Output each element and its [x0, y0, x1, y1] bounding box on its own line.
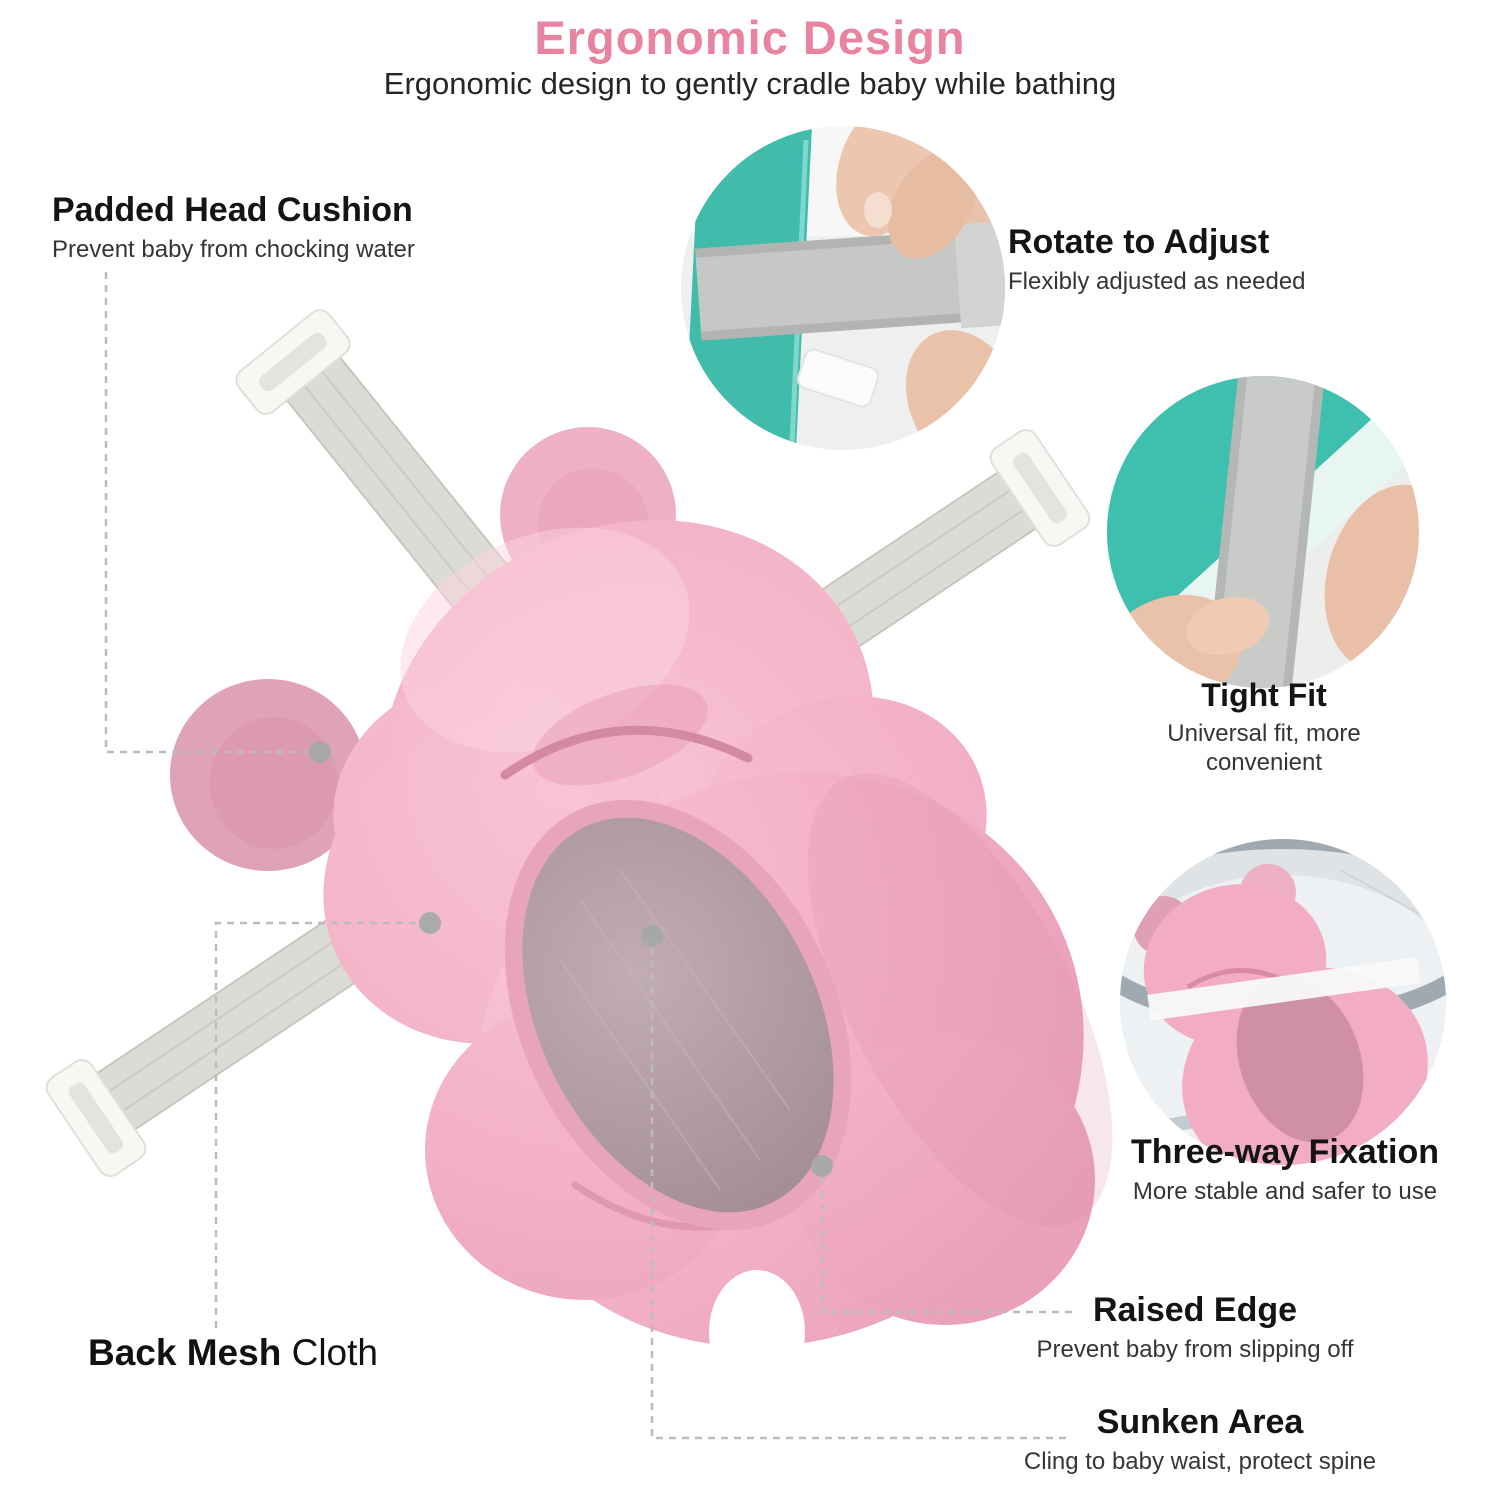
- back-mesh-title-bold: Back Mesh: [88, 1332, 282, 1373]
- tight-fit-title: Tight Fit: [1201, 677, 1327, 713]
- bath-pillow: [170, 427, 1113, 1394]
- callout-padded-head-cushion: Padded Head Cushion Prevent baby from ch…: [52, 191, 415, 265]
- leader-padded-head: [104, 272, 306, 754]
- sunken-mesh-area: [504, 799, 852, 1231]
- padded-head-cushion-desc: Prevent baby from chocking water: [52, 236, 415, 264]
- back-mesh-title-rest: Cloth: [281, 1332, 378, 1373]
- rotate-to-adjust-title: Rotate to Adjust: [1008, 223, 1270, 261]
- dot-sunken-area: [641, 925, 663, 947]
- callout-three-way-fixation: Three-way Fixation More stable and safer…: [1080, 1133, 1490, 1207]
- buckle-top-right-icon: [989, 429, 1091, 547]
- inset-photo-three-way-fixation: [1120, 839, 1446, 1165]
- leg-notch: [709, 1270, 805, 1394]
- page-subtitle: Ergonomic design to gently cradle baby w…: [383, 66, 1117, 101]
- rotate-to-adjust-desc: Flexibly adjusted as needed: [1008, 268, 1306, 296]
- tight-fit-desc: Universal fit, more convenient: [1167, 720, 1361, 776]
- dot-back-mesh: [419, 912, 441, 934]
- raised-edge-desc: Prevent baby from slipping off: [1036, 1336, 1354, 1364]
- callout-back-mesh-cloth: Back Mesh Cloth: [88, 1332, 378, 1374]
- buckle-bottom-left-icon: [45, 1059, 147, 1177]
- leader-lines: [104, 272, 1076, 1440]
- dot-padded-head: [309, 741, 331, 763]
- callout-sunken-area: Sunken Area Cling to baby waist, protect…: [1000, 1403, 1400, 1477]
- callout-raised-edge: Raised Edge Prevent baby from slipping o…: [995, 1291, 1395, 1365]
- callout-dots: [309, 741, 833, 1177]
- raised-edge-title: Raised Edge: [1092, 1291, 1298, 1329]
- pillow-ear-left: [170, 679, 366, 871]
- sunken-area-title: Sunken Area: [1096, 1403, 1304, 1441]
- head-cushion-crease: [500, 725, 753, 780]
- padded-head-cushion-title: Padded Head Cushion: [52, 191, 413, 229]
- leader-back-mesh: [214, 921, 416, 1328]
- dot-raised-edge: [811, 1155, 833, 1177]
- callout-tight-fit: Tight Fit Universal fit, more convenient: [1128, 677, 1400, 778]
- sunken-area-desc: Cling to baby waist, protect spine: [1023, 1448, 1377, 1476]
- three-way-fixation-title: Three-way Fixation: [1131, 1133, 1439, 1171]
- callout-rotate-to-adjust: Rotate to Adjust Flexibly adjusted as ne…: [1008, 223, 1306, 297]
- buckle-top-left-icon: [235, 309, 351, 415]
- three-way-fixation-desc: More stable and safer to use: [1132, 1178, 1438, 1206]
- page-title: Ergonomic Design: [534, 11, 966, 64]
- leader-raised-edge: [820, 1178, 1076, 1314]
